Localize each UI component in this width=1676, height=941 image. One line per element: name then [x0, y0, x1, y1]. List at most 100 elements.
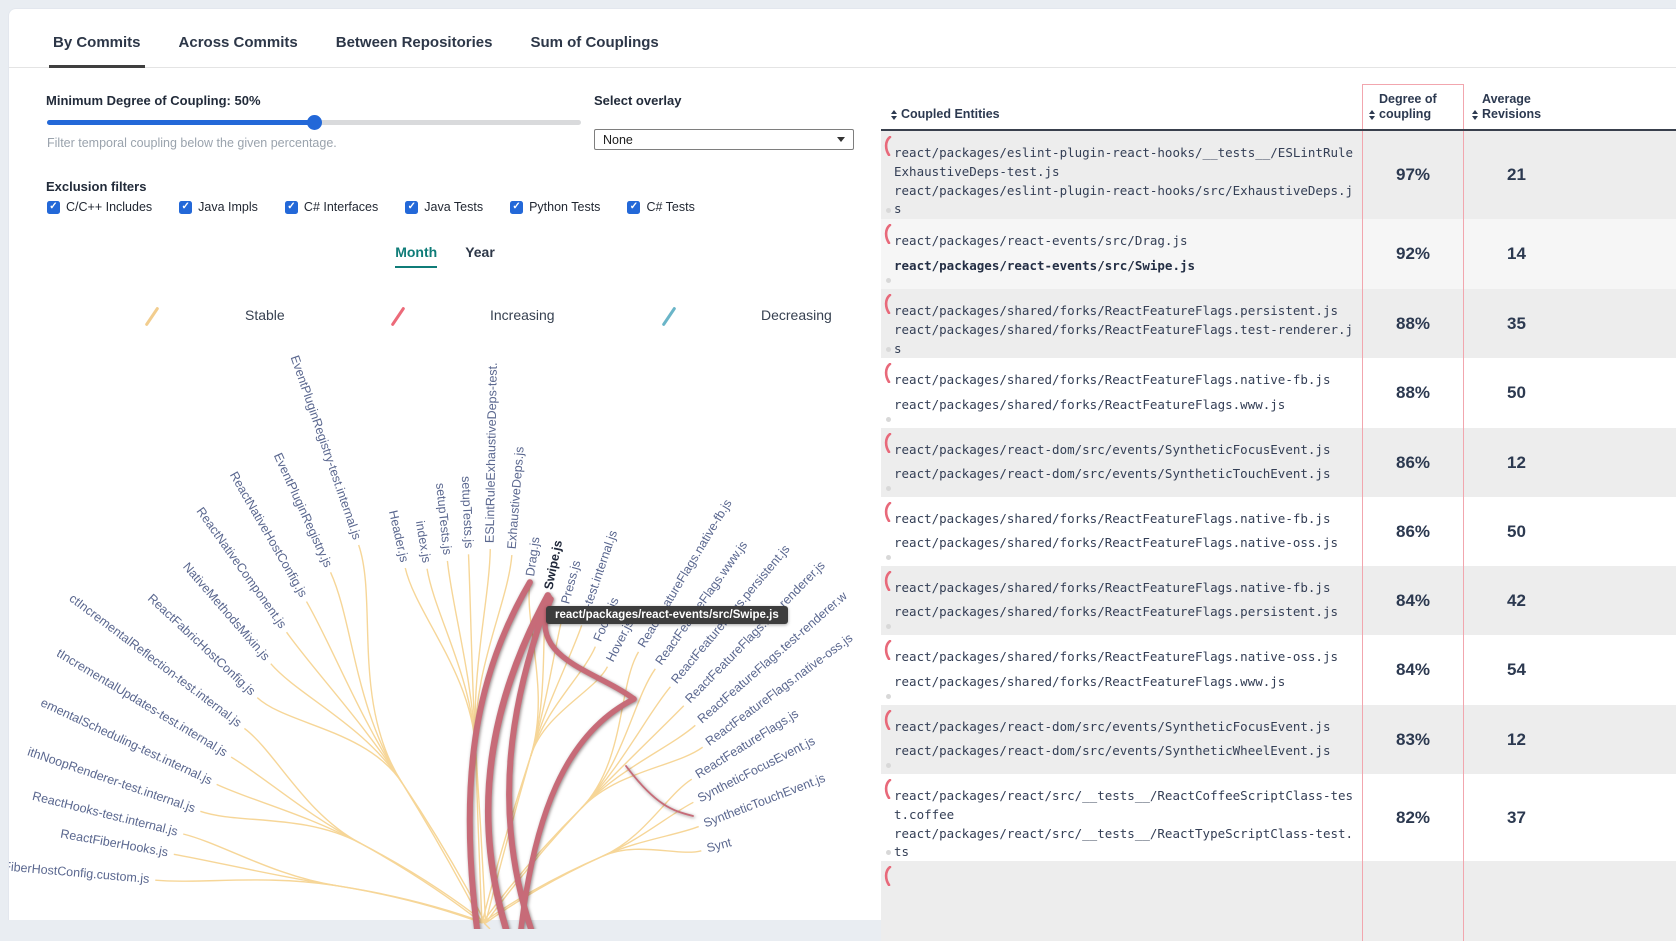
leaf-label[interactable]: Header.js: [386, 509, 412, 564]
entity-path-1[interactable]: react/packages/react-dom/src/events/Synt…: [894, 442, 1331, 457]
trend-accent-icon: [884, 224, 892, 244]
sort-icon[interactable]: [1472, 110, 1478, 120]
entity-path-1[interactable]: react/packages/react-dom/src/events/Synt…: [894, 719, 1331, 734]
entity-path-2[interactable]: react/packages/shared/forks/ReactFeature…: [894, 321, 1354, 356]
entity-path-1[interactable]: react/packages/shared/forks/ReactFeature…: [894, 303, 1339, 318]
checkbox-c-c-includes[interactable]: ✓ C/C++ Includes: [47, 200, 152, 214]
checkbox-icon[interactable]: ✓: [179, 200, 193, 214]
table-row[interactable]: react/packages/react-events/src/Drag.js r…: [881, 219, 1676, 289]
legend-decreasing-label: Decreasing: [761, 307, 832, 323]
coupling-slider-label: Minimum Degree of Coupling: 50%: [46, 93, 261, 108]
entity-path-2[interactable]: react/packages/react-events/src/Swipe.js: [894, 258, 1196, 274]
entity-path-2[interactable]: react/packages/eslint-plugin-react-hooks…: [894, 182, 1354, 217]
chart-tooltip: react/packages/react-events/src/Swipe.js: [546, 606, 788, 624]
coupling-dendrogram[interactable]: tFiberHostConfig.custom.jsReactFiberHook…: [9, 339, 881, 929]
trend-dot-icon: [886, 763, 891, 768]
legend-stable-label: Stable: [245, 307, 285, 323]
leaf-label[interactable]: Drag.js: [523, 536, 542, 577]
checkbox-java-impls[interactable]: ✓Java Impls: [179, 200, 258, 214]
table-row[interactable]: react/packages/react-dom/src/events/Synt…: [881, 428, 1676, 497]
leaf-label[interactable]: ReactNativeComponent.js: [194, 505, 290, 631]
entity-path-1[interactable]: react/packages/shared/forks/ReactFeature…: [894, 511, 1331, 526]
table-row[interactable]: react/packages/react/src/__tests__/React…: [881, 774, 1676, 861]
coupling-slider[interactable]: [47, 114, 581, 130]
entity-path-2[interactable]: react/packages/react-dom/src/events/Synt…: [894, 743, 1331, 759]
entity-path-2[interactable]: react/packages/react-dom/src/events/Synt…: [894, 466, 1331, 482]
leaf-label[interactable]: NativeMethodsMixin.js: [180, 560, 273, 664]
checkbox-icon[interactable]: ✓: [510, 200, 524, 214]
checkbox-java-tests[interactable]: ✓Java Tests: [405, 200, 483, 214]
period-month[interactable]: Month: [395, 244, 438, 268]
checkbox-icon[interactable]: ✓: [627, 200, 641, 214]
leaf-label[interactable]: Press.js: [558, 559, 583, 606]
trend-accent-icon: [884, 502, 892, 522]
checkbox-c-interfaces[interactable]: ✓ C# Interfaces: [284, 200, 379, 214]
degree-of-coupling-value: 82%: [1362, 774, 1464, 861]
leaf-label[interactable]: setupTests.js: [459, 476, 476, 549]
table-row[interactable]: react/packages/shared/forks/ReactFeature…: [881, 497, 1676, 566]
average-revisions-value: 42: [1507, 590, 1526, 610]
entity-path-1[interactable]: react/packages/shared/forks/ReactFeature…: [894, 649, 1339, 664]
checkbox-icon[interactable]: ✓: [284, 200, 298, 214]
entity-path-1[interactable]: react/packages/shared/forks/ReactFeature…: [894, 372, 1331, 387]
tab-sum-of-couplings[interactable]: Sum of Couplings: [530, 34, 659, 51]
table-row[interactable]: react/packages/eslint-plugin-react-hooks…: [881, 131, 1676, 219]
period-year[interactable]: Year: [465, 244, 495, 260]
degree-of-coupling-value: [1362, 861, 1464, 941]
checkbox-label: Python Tests: [529, 200, 601, 214]
entity-path-1[interactable]: react/packages/react/src/__tests__/React…: [894, 788, 1354, 822]
overlay-select[interactable]: None: [594, 129, 854, 150]
table-row[interactable]: react/packages/shared/forks/ReactFeature…: [881, 566, 1676, 635]
leaf-label[interactable]: Synt: [705, 835, 733, 855]
trend-dot-icon: [886, 694, 891, 699]
checkbox-icon[interactable]: ✓: [405, 200, 419, 214]
entity-path-1[interactable]: react/packages/eslint-plugin-react-hooks…: [894, 145, 1354, 179]
leaf-label[interactable]: ESLintRuleExhaustiveDeps-test.: [483, 362, 500, 543]
entity-path-2[interactable]: react/packages/react/src/__tests__/React…: [894, 825, 1354, 860]
leaf-label[interactable]: Swipe.js: [541, 539, 565, 591]
header-average-revisions[interactable]: Average Revisions: [1464, 84, 1569, 129]
leaf-label[interactable]: ementalScheduling-test.internal.js: [39, 696, 215, 788]
table-row[interactable]: react/packages/shared/forks/ReactFeature…: [881, 289, 1676, 358]
table-row[interactable]: react/packages/shared/forks/ReactFeature…: [881, 635, 1676, 705]
entity-path-2[interactable]: react/packages/shared/forks/ReactFeature…: [894, 604, 1339, 620]
table-row[interactable]: [881, 861, 1676, 941]
table-row[interactable]: react/packages/react-dom/src/events/Synt…: [881, 705, 1676, 774]
tab-between-repositories[interactable]: Between Repositories: [335, 34, 493, 51]
entity-path-1[interactable]: react/packages/shared/forks/ReactFeature…: [894, 580, 1331, 595]
header-degree-of-coupling[interactable]: Degree of coupling: [1362, 84, 1464, 129]
header-coupled-entities[interactable]: Coupled Entities: [881, 84, 1362, 129]
sort-icon[interactable]: [891, 110, 897, 120]
checkbox-python-tests[interactable]: ✓ Python Tests: [510, 200, 600, 214]
trend-dot-icon: [886, 486, 891, 491]
leaf-label[interactable]: ReactFabricHostConfig.js: [145, 591, 258, 698]
leaf-label[interactable]: setupTests.js: [433, 482, 454, 555]
checkbox-label: C/C++ Includes: [66, 200, 153, 214]
leaf-label[interactable]: ExhaustiveDeps.js: [505, 446, 527, 550]
degree-of-coupling-value: 97%: [1362, 131, 1464, 219]
entity-path-1[interactable]: react/packages/react-events/src/Drag.js: [894, 233, 1188, 248]
sort-icon[interactable]: [1369, 110, 1375, 120]
entity-path-2[interactable]: react/packages/shared/forks/ReactFeature…: [894, 535, 1339, 551]
checkbox-label: C# Interfaces: [303, 200, 379, 214]
slider-thumb[interactable]: [307, 115, 322, 130]
exclusion-checkboxes: ✓C/C++ Includes✓Java Impls✓C# Interfaces…: [47, 200, 695, 214]
entity-path-2[interactable]: react/packages/shared/forks/ReactFeature…: [894, 674, 1286, 690]
tab-by-commits[interactable]: By Commits: [49, 34, 145, 68]
entity-path-2[interactable]: react/packages/shared/forks/ReactFeature…: [894, 397, 1286, 413]
row-filler: [1569, 289, 1676, 358]
coupling-links[interactable]: [466, 579, 694, 929]
legend-increasing-line-icon: [390, 306, 406, 327]
average-revisions-value: [1464, 861, 1569, 941]
average-revisions-value: 12: [1507, 452, 1526, 472]
checkbox-icon[interactable]: ✓: [47, 200, 60, 214]
leaf-label[interactable]: index.js: [413, 520, 434, 564]
row-filler: [1569, 131, 1676, 219]
leaf-label[interactable]: tFiberHostConfig.custom.js: [9, 859, 150, 886]
checkbox-label: C# Tests: [646, 200, 695, 214]
table-row[interactable]: react/packages/shared/forks/ReactFeature…: [881, 358, 1676, 428]
checkbox-c-tests[interactable]: ✓ C# Tests: [627, 200, 695, 214]
tab-across-commits[interactable]: Across Commits: [178, 34, 298, 51]
trend-accent-icon: [884, 363, 892, 383]
